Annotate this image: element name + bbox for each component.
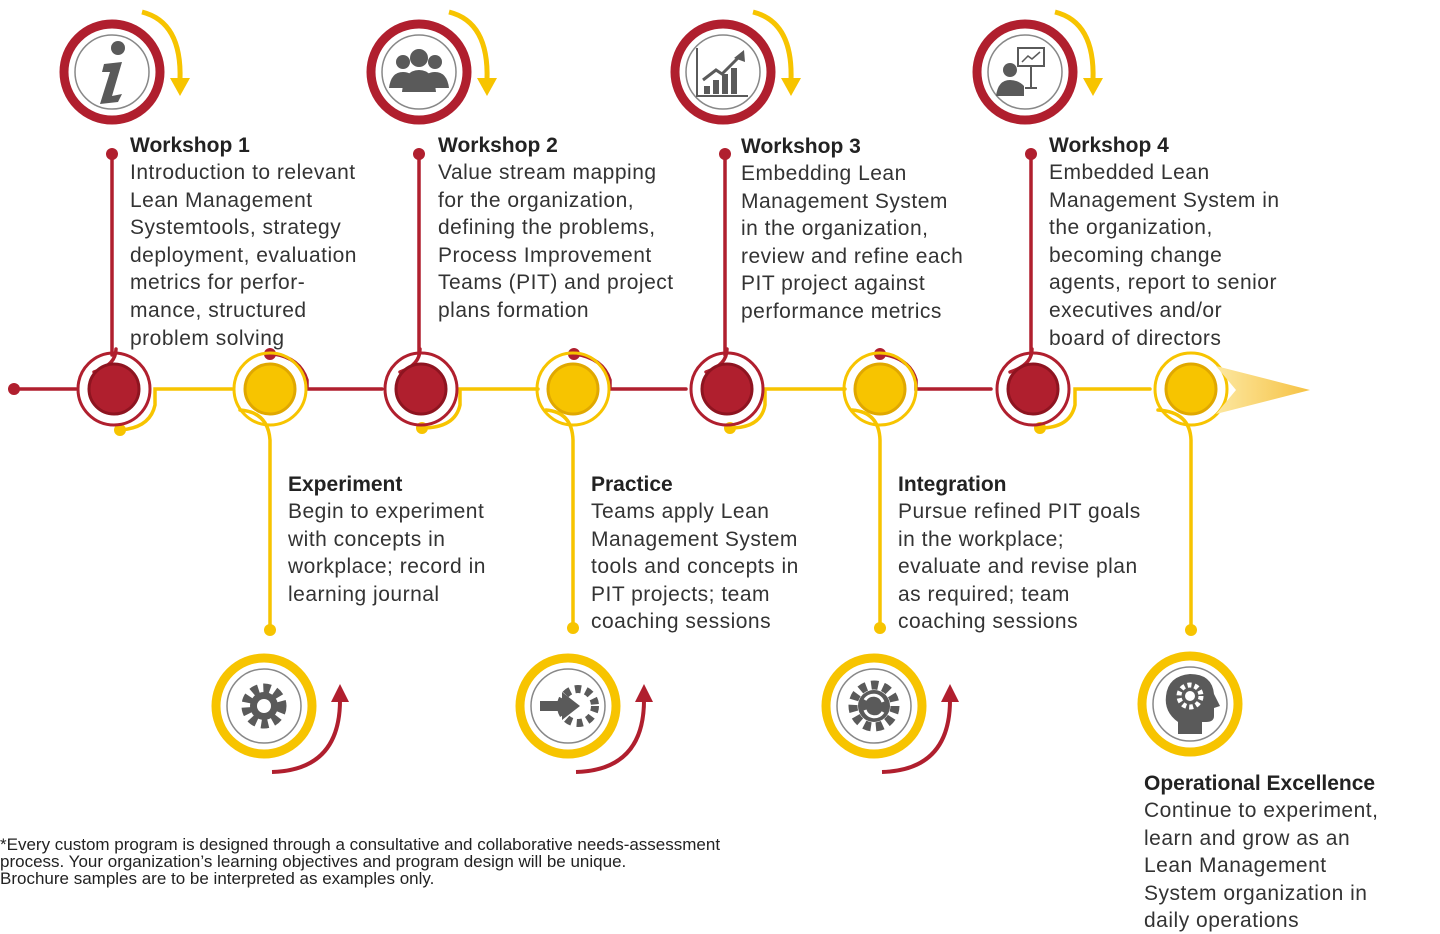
workshop-4-icon-badge (972, 9, 1103, 125)
workshop-2-block: Workshop 2 Value stream mapping for the … (438, 133, 728, 325)
workshop-3-icon-badge (670, 9, 801, 125)
timeline-yellow-path (118, 387, 1193, 632)
team-icon (389, 49, 449, 92)
presenter-icon (996, 47, 1045, 96)
workshop-1-block: Workshop 1 Introduction to relevant Lean… (130, 133, 420, 352)
experiment-block: Experiment Begin to experiment with conc… (288, 472, 548, 608)
footnote: *Every custom program is designed throug… (0, 835, 721, 888)
practice-description: Teams apply Lean Management System tools… (591, 500, 799, 634)
integration-icon-badge (821, 653, 959, 774)
growth-chart-icon (696, 48, 748, 97)
practice-icon-badge (515, 653, 653, 774)
info-icon (100, 41, 125, 104)
workshop-4-block: Workshop 4 Embedded Lean Management Syst… (1049, 133, 1349, 352)
yellow-milestone-node-1 (232, 351, 308, 427)
operational-excellence-block: Operational Excellence Continue to exper… (1144, 771, 1434, 934)
red-milestone-node-2 (383, 351, 459, 427)
integration-description: Pursue refined PIT goals in the workplac… (898, 500, 1141, 634)
workshop-4-title: Workshop 4 (1049, 134, 1169, 157)
practice-title: Practice (591, 473, 673, 496)
workshop-1-icon-badge (59, 9, 190, 125)
yellow-milestone-node-4 (1153, 351, 1229, 427)
experiment-description: Begin to experiment with concepts in wor… (288, 500, 486, 606)
workshop-4-description: Embedded Lean Management System in the o… (1049, 161, 1280, 350)
red-milestone-node-3 (689, 351, 765, 427)
yellow-milestone-node-3 (842, 351, 918, 427)
gear-icon (241, 683, 287, 729)
practice-block: Practice Teams apply Lean Management Sys… (591, 472, 861, 636)
experiment-title: Experiment (288, 473, 403, 496)
workshop-3-block: Workshop 3 Embedding Lean Management Sys… (741, 134, 1031, 326)
experiment-icon-badge (211, 653, 349, 774)
operational-excellence-icon-badge (1137, 651, 1243, 757)
workshop-2-description: Value stream mapping for the organizatio… (438, 161, 674, 322)
red-milestone-node-4 (995, 351, 1071, 427)
workshop-3-title: Workshop 3 (741, 135, 861, 158)
operational-excellence-description: Continue to experiment, learn and grow a… (1144, 799, 1379, 933)
workshop-2-title: Workshop 2 (438, 134, 558, 157)
end-arrow (1216, 366, 1310, 414)
integration-title: Integration (898, 473, 1007, 496)
red-milestone-node-1 (76, 351, 152, 427)
operational-excellence-title: Operational Excellence (1144, 772, 1376, 795)
workshop-1-title: Workshop 1 (130, 134, 250, 157)
head-gear-icon (1165, 674, 1220, 734)
workshop-3-description: Embedding Lean Management System in the … (741, 162, 964, 323)
integration-block: Integration Pursue refined PIT goals in … (898, 472, 1198, 636)
workshop-1-description: Introduction to relevant Lean Management… (130, 161, 357, 350)
arrow-gear-icon (540, 685, 599, 727)
yellow-milestone-node-2 (535, 351, 611, 427)
workshop-2-icon-badge (366, 9, 497, 125)
cycle-gear-icon (848, 680, 900, 732)
